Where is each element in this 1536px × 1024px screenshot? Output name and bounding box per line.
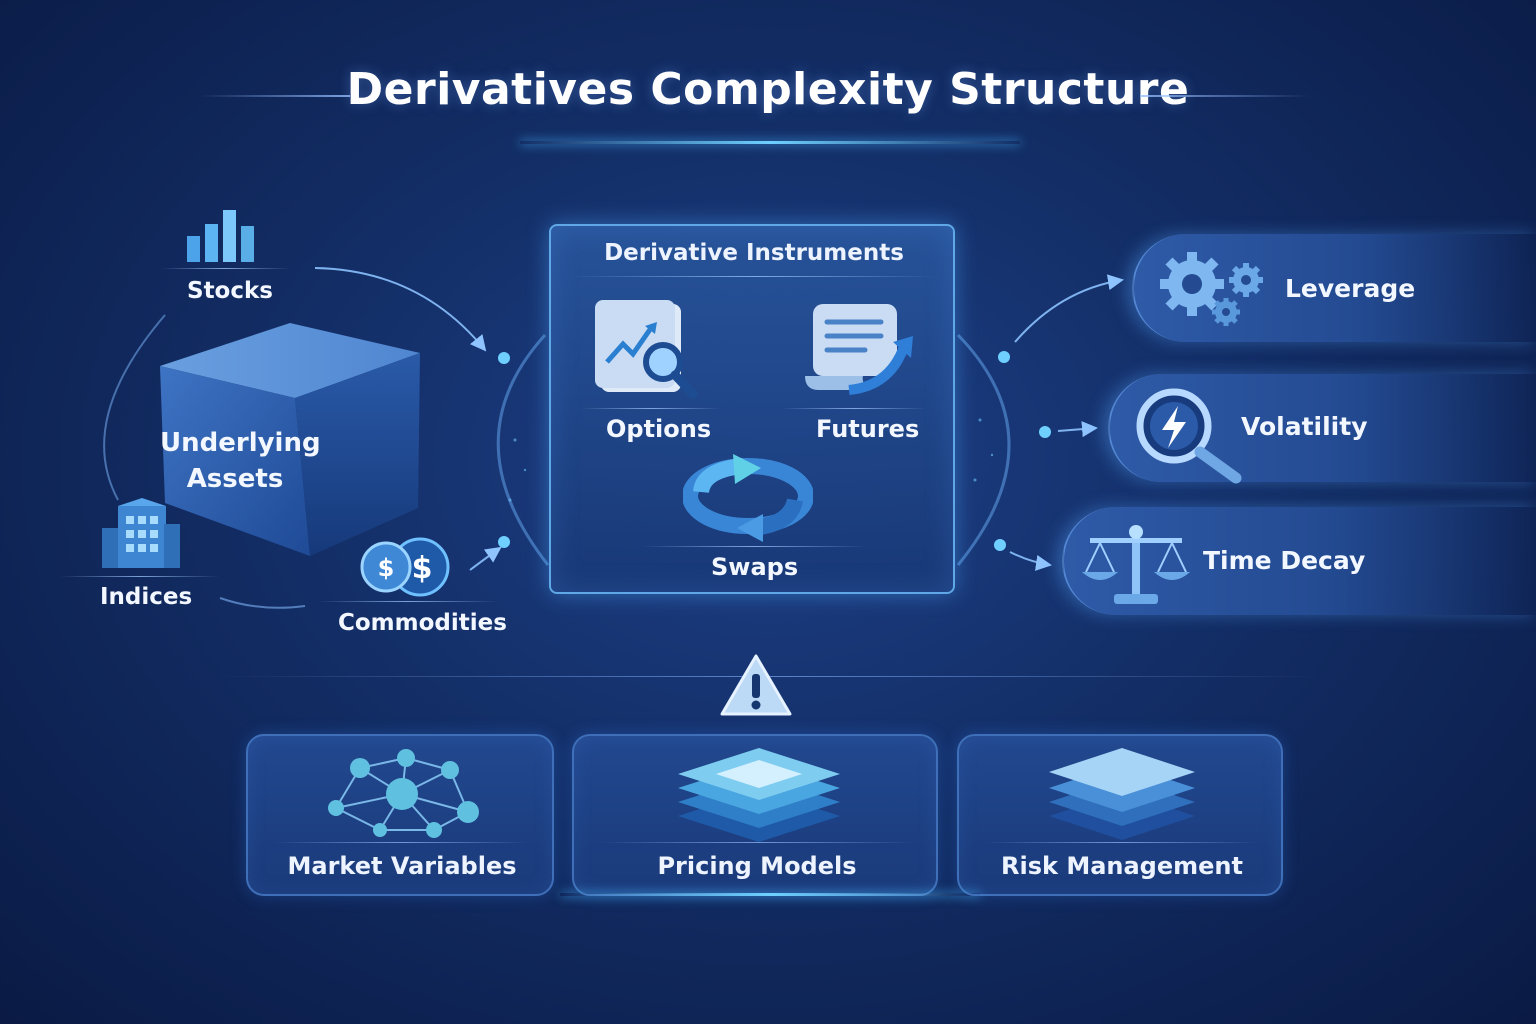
panel-title-underline [571,276,937,277]
indices-underline [60,576,220,577]
bottom-glow-line [560,893,980,896]
dollar-coins-icon: $ $ [360,537,450,597]
underlying-label-line2: Assets [186,464,284,494]
futures-label: Futures [816,415,920,443]
chart-document-icon [595,300,698,399]
pricing-models-line [600,842,914,843]
pricing-models-label: Pricing Models [657,852,857,880]
underlying-cube [160,323,420,556]
options-label: Options [606,415,712,443]
commodities-label: Commodities [338,610,507,636]
gears-icon [1160,252,1263,326]
commodities-underline [318,601,498,602]
risk-management-card: Risk Management [957,734,1283,896]
page-title: Derivatives Complexity Structure [346,64,1190,115]
scales-icon [1082,525,1190,604]
stocks-label: Stocks [187,278,273,304]
scroll-icon [805,304,913,395]
title-glow-line [520,141,1020,144]
pricing-models-card: Pricing Models [572,734,938,896]
market-variables-card: Market Variables [246,734,554,896]
volatility-label: Volatility [1241,412,1368,441]
market-variables-line [274,842,530,843]
leverage-label: Leverage [1285,274,1416,303]
swaps-underline [641,546,867,547]
stocks-underline [160,268,290,269]
cycle-arrows-icon [683,454,813,542]
layers-icon [1049,748,1195,840]
derivative-instruments-panel: Derivative Instruments Options Futures S… [549,224,955,594]
underlying-label-line1: Underlying [160,428,321,458]
network-icon [328,749,479,838]
risk-management-line [985,842,1259,843]
warning-icon [720,654,792,716]
time-decay-label: Time Decay [1203,546,1366,575]
title-right-line [1140,95,1310,97]
svg-text:$: $ [412,551,433,586]
futures-underline [781,408,926,409]
risk-management-label: Risk Management [1001,852,1243,880]
section-separator [215,676,1325,677]
options-underline [581,408,721,409]
swaps-label: Swaps [711,553,799,581]
indices-label: Indices [100,584,193,610]
bar-chart-icon [187,210,254,262]
title-left-line [200,95,350,97]
panel-title: Derivative Instruments [604,240,904,266]
market-variables-label: Market Variables [287,852,517,880]
underlying-assets-label: Underlying Assets [160,425,321,497]
lightning-magnifier-icon [1136,388,1242,484]
building-icon [102,498,180,568]
layers-icon [678,748,840,842]
svg-text:$: $ [378,554,395,582]
